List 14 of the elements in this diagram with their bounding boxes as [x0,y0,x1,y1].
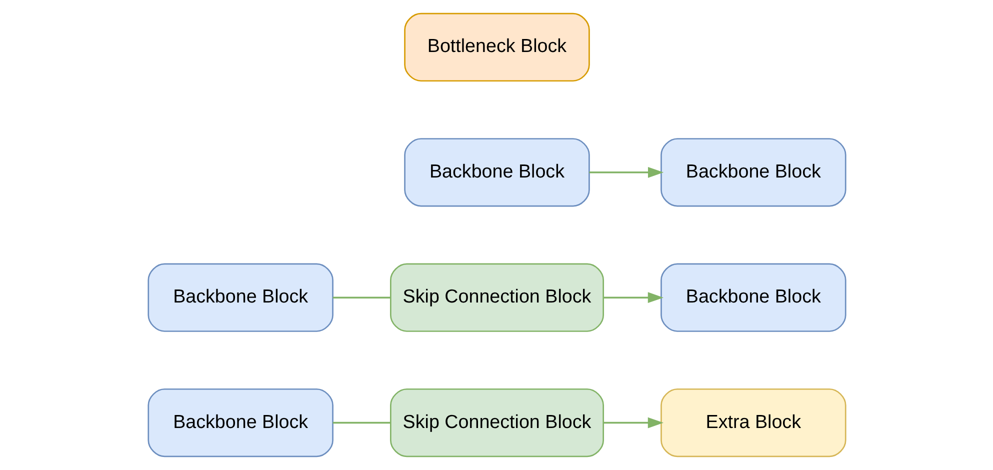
node-box: Backbone Block [147,388,333,458]
connector [332,296,390,298]
node-box: Backbone Block [660,138,846,207]
arrow [602,417,664,428]
node-box: Skip Connection Block [390,388,604,458]
node-box: Extra Block [660,388,846,458]
node-box: Bottleneck Block [404,12,590,82]
node-box: Backbone Block [660,263,846,332]
node-box: Backbone Block [147,263,333,332]
arrow [602,292,664,304]
node-box: Backbone Block [404,138,590,207]
node-box: Skip Connection Block [390,263,604,332]
connector [332,422,390,424]
arrow [588,166,664,178]
